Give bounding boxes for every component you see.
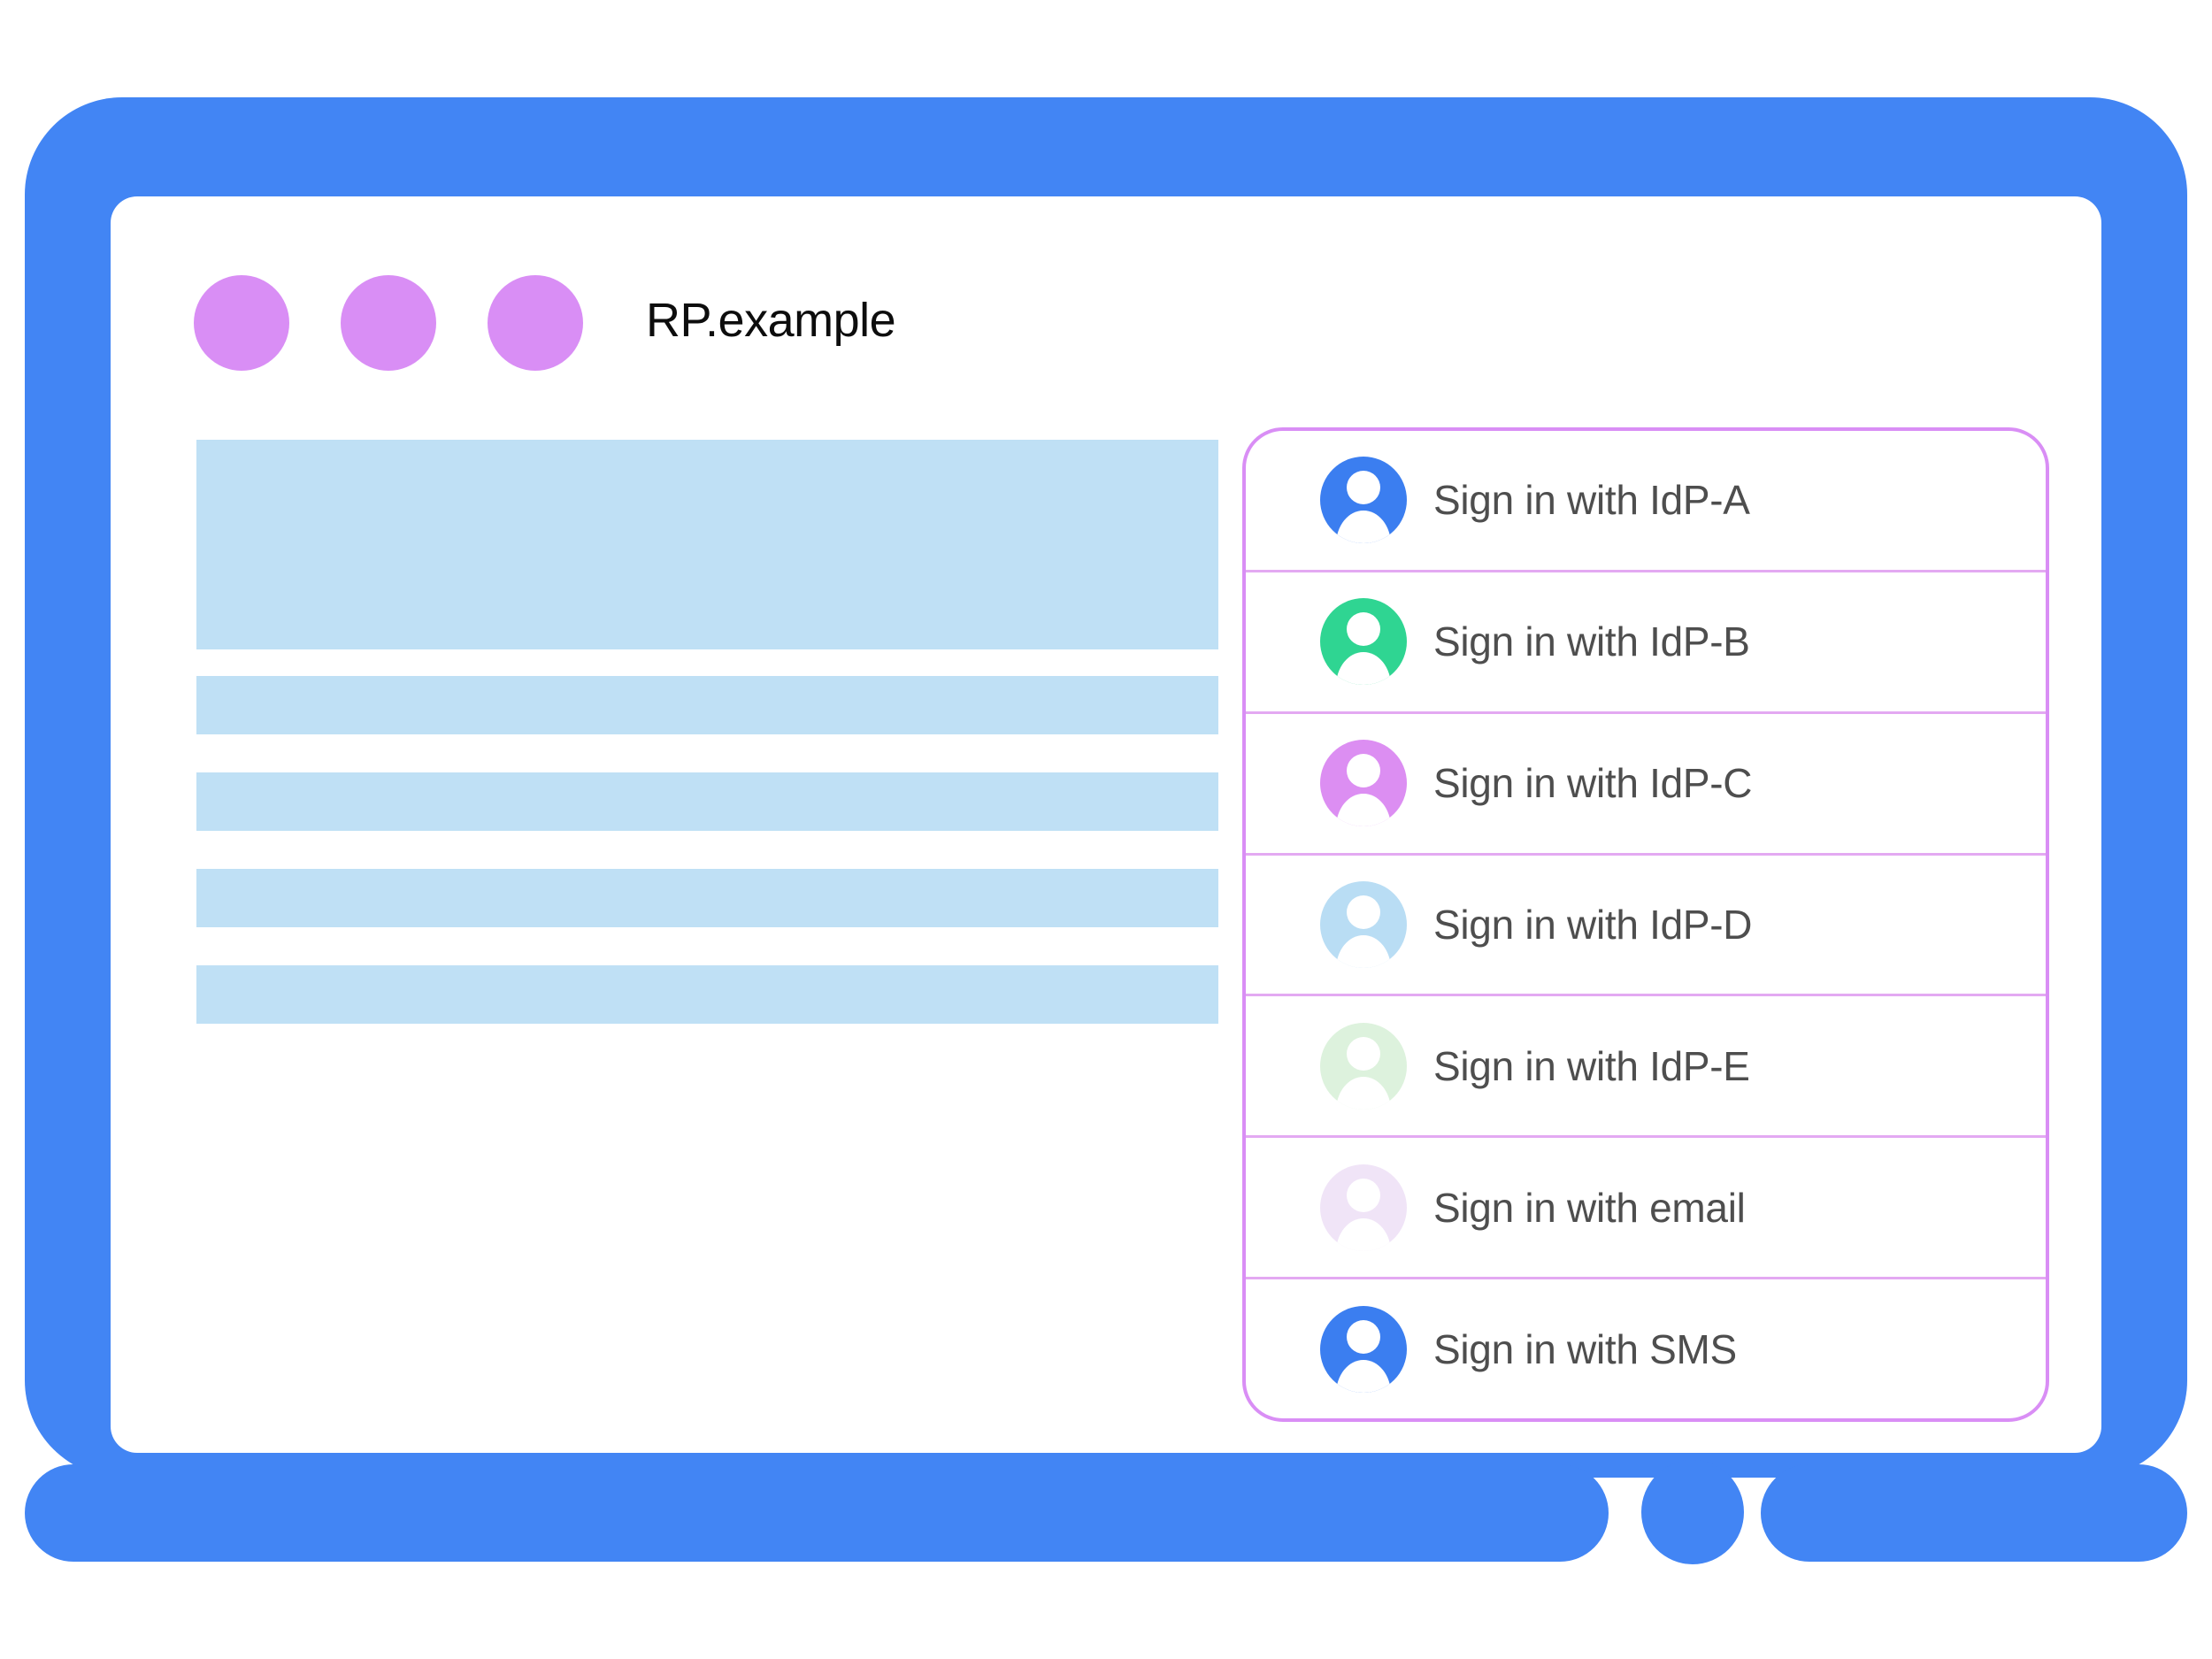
account-option-idp-e[interactable]: Sign in with IdP-E [1246,996,2046,1139]
account-avatar-icon [1320,598,1407,686]
account-avatar-icon [1320,881,1407,968]
account-option-email[interactable]: Sign in with email [1246,1138,2046,1280]
text-bar-placeholder-2 [196,772,1218,831]
account-option-idp-b[interactable]: Sign in with IdP-B [1246,572,2046,714]
titlebar-dot-3-icon[interactable] [488,275,583,371]
device-bottom-bezel-right [1761,1464,2187,1562]
account-chooser-panel: Sign in with IdP-A Sign in with IdP-B Si… [1242,427,2049,1422]
account-chooser-list: Sign in with IdP-A Sign in with IdP-B Si… [1246,431,2046,1418]
home-button[interactable] [1641,1460,1744,1564]
hero-placeholder [196,440,1218,649]
account-option-label: Sign in with email [1433,1184,1746,1231]
account-option-label: Sign in with IdP-C [1433,760,1753,807]
titlebar-dot-1-icon[interactable] [194,275,289,371]
site-title: RP.example [646,294,896,347]
device-bottom-bezel-left [25,1464,1609,1562]
text-bar-placeholder-3 [196,869,1218,927]
account-avatar-icon [1320,740,1407,827]
browser-titlebar-dots [194,275,583,371]
account-option-label: Sign in with IdP-B [1433,618,1750,665]
text-bar-placeholder-1 [196,676,1218,734]
account-option-idp-a[interactable]: Sign in with IdP-A [1246,431,2046,572]
text-bar-placeholder-4 [196,965,1218,1024]
account-option-idp-d[interactable]: Sign in with IdP-D [1246,856,2046,997]
page-content-placeholders [196,440,1218,1024]
account-option-sms[interactable]: Sign in with SMS [1246,1279,2046,1418]
account-avatar-icon [1320,457,1407,544]
account-option-label: Sign in with IdP-A [1433,477,1750,524]
account-avatar-icon [1320,1164,1407,1251]
account-option-label: Sign in with SMS [1433,1325,1737,1372]
account-avatar-icon [1320,1022,1407,1110]
account-option-label: Sign in with IdP-D [1433,902,1753,948]
account-option-idp-c[interactable]: Sign in with IdP-C [1246,714,2046,856]
account-avatar-icon [1320,1305,1407,1393]
account-option-label: Sign in with IdP-E [1433,1042,1750,1089]
titlebar-dot-2-icon[interactable] [341,275,436,371]
